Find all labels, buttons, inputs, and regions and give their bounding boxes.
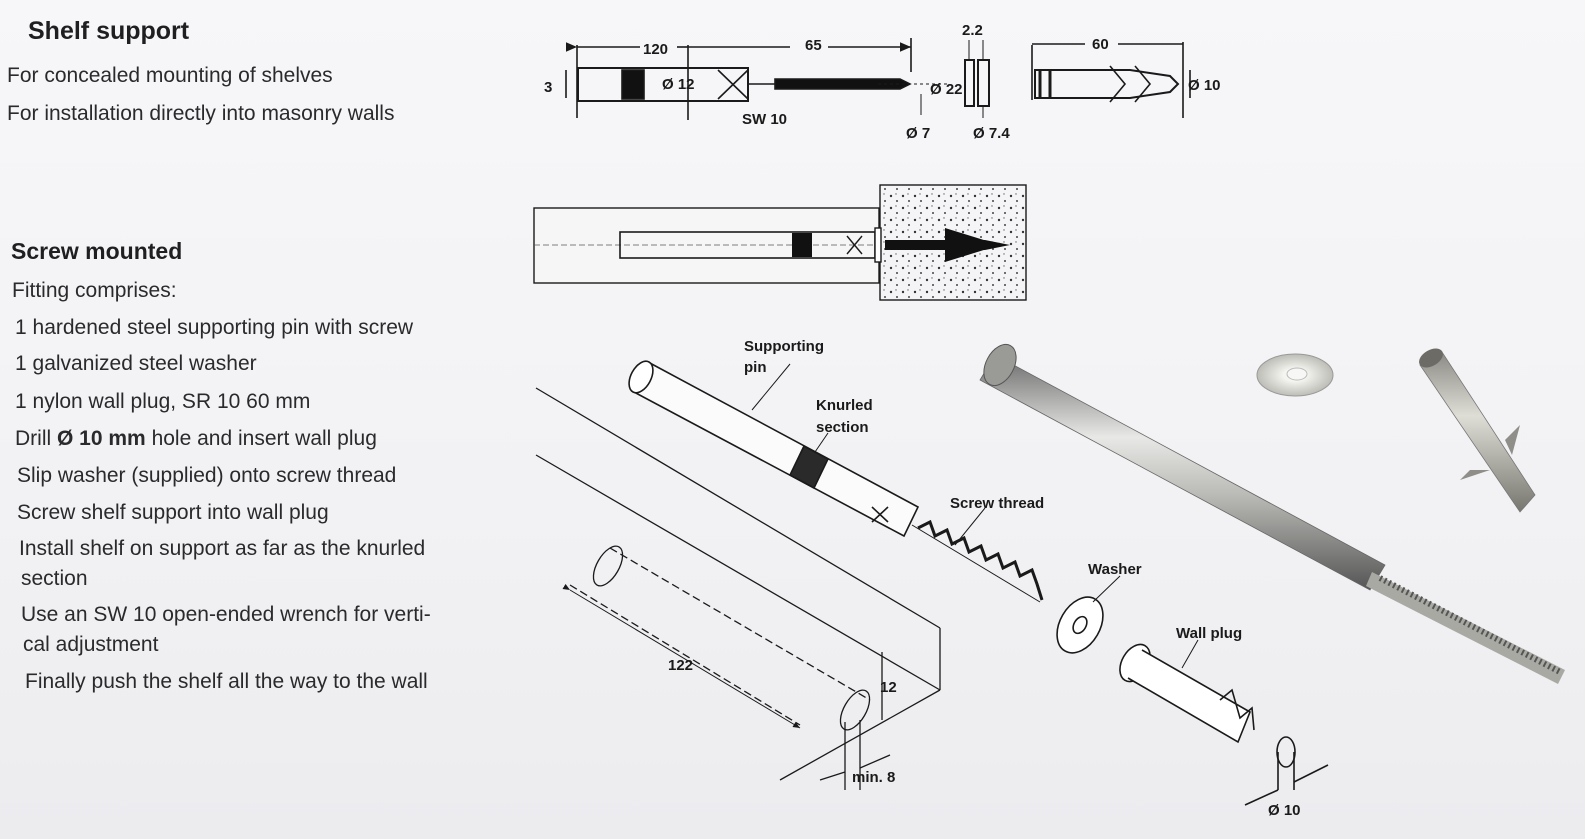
mounted-section-drawing bbox=[533, 184, 1027, 301]
callout-wall-plug: Wall plug bbox=[1176, 625, 1242, 642]
dim-diameter-12: Ø 12 bbox=[662, 76, 695, 93]
component-line-pin: 1 hardened steel supporting pin with scr… bbox=[15, 316, 414, 339]
shelf-length-122: 122 bbox=[668, 657, 693, 674]
callout-screw-thread: Screw thread bbox=[950, 495, 1044, 512]
drill-post: hole and insert wall plug bbox=[151, 427, 377, 450]
step-slip-washer: Slip washer (supplied) onto screw thread bbox=[17, 464, 397, 487]
step-wrench-cont: cal adjustment bbox=[23, 633, 159, 656]
dim-diameter-7-4: Ø 7.4 bbox=[973, 125, 1010, 142]
dim-65: 65 bbox=[805, 37, 822, 54]
step-wrench: Use an SW 10 open-ended wrench for verti… bbox=[21, 603, 431, 626]
callout-washer: Washer bbox=[1088, 561, 1142, 578]
dim-diameter-22: Ø 22 bbox=[930, 81, 963, 98]
dim-diameter-10: Ø 10 bbox=[1188, 77, 1221, 94]
dim-diameter-7: Ø 7 bbox=[906, 125, 930, 142]
feature-line-1: For concealed mounting of shelves bbox=[7, 64, 333, 87]
callout-pin: pin bbox=[744, 359, 767, 376]
shelf-min-8: min. 8 bbox=[852, 769, 895, 786]
hole-diameter-10: Ø 10 bbox=[1268, 802, 1301, 819]
step-install-shelf-cont: section bbox=[21, 567, 88, 590]
screw-mounted-heading: Screw mounted bbox=[11, 238, 183, 264]
dim-120: 120 bbox=[643, 41, 668, 58]
dim-3: 3 bbox=[544, 79, 552, 96]
step-screw-support: Screw shelf support into wall plug bbox=[17, 501, 329, 524]
drill-pre: Drill bbox=[15, 427, 52, 450]
pin-dimension-drawing bbox=[565, 38, 1191, 120]
dim-sw10: SW 10 bbox=[742, 111, 787, 128]
component-line-washer: 1 galvanized steel washer bbox=[15, 352, 257, 375]
feature-line-2: For installation directly into masonry w… bbox=[7, 102, 395, 125]
fitting-comprises-text: Fitting comprises: bbox=[12, 279, 177, 302]
step-push-shelf: Finally push the shelf all the way to th… bbox=[25, 670, 428, 693]
dim-60: 60 bbox=[1092, 36, 1109, 53]
shelf-drawing bbox=[535, 387, 941, 790]
drill-diameter: Ø 10 mm bbox=[57, 427, 146, 450]
shelf-thickness-12: 12 bbox=[880, 679, 897, 696]
dim-2-2: 2.2 bbox=[962, 22, 983, 39]
product-photo bbox=[979, 343, 1565, 684]
component-line-plug: 1 nylon wall plug, SR 10 60 mm bbox=[15, 390, 311, 413]
shelf-support-heading: Shelf support bbox=[28, 17, 190, 45]
step-install-shelf: Install shelf on support as far as the k… bbox=[19, 537, 426, 560]
callout-knurled: Knurled bbox=[816, 397, 873, 414]
callout-section: section bbox=[816, 419, 869, 436]
exploded-line-drawing bbox=[628, 360, 1329, 806]
callout-supporting: Supporting bbox=[744, 338, 824, 355]
drill-instruction: Drill Ø 10 mm hole and insert wall plug bbox=[15, 427, 377, 451]
